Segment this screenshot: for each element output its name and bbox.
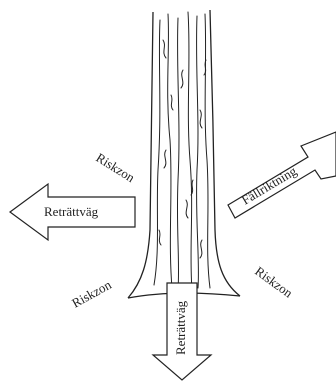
risk-zone-label-lower-right: Riskzon	[252, 263, 296, 300]
risk-zone-label-upper-left: Riskzon	[93, 150, 138, 186]
risk-zone-label-lower-left: Riskzon	[69, 277, 114, 311]
retreat-path-label-down: Reträttväg	[173, 300, 188, 355]
tree-trunk	[128, 10, 240, 298]
retreat-path-label-left: Reträttväg	[44, 204, 99, 219]
